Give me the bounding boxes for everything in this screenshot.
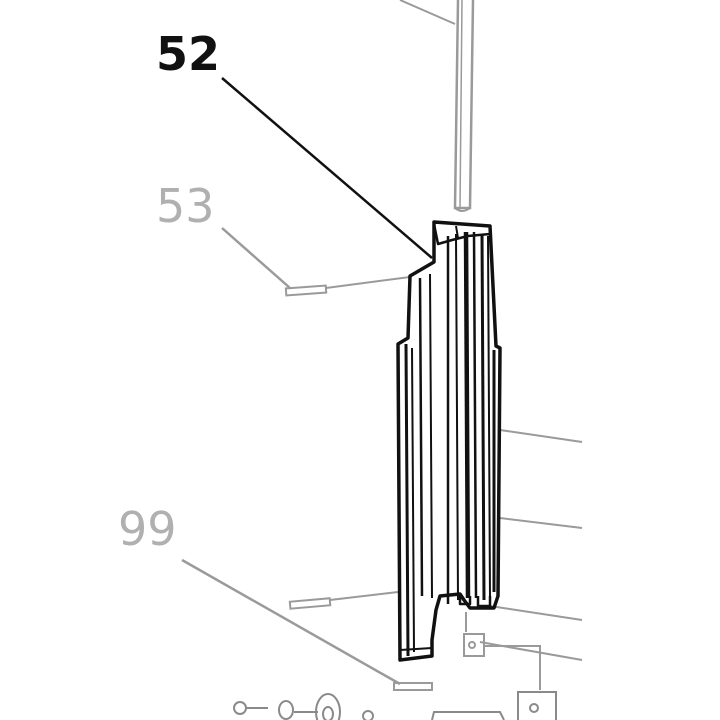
top-leader-line bbox=[399, 0, 456, 25]
pin-53 bbox=[284, 276, 411, 297]
small-bracket bbox=[463, 612, 541, 690]
callout-53: 53 bbox=[156, 179, 215, 233]
leader-line-52 bbox=[221, 77, 433, 259]
column-part-52 bbox=[396, 220, 502, 662]
leader-line-53 bbox=[221, 227, 291, 289]
right-leader-3 bbox=[489, 605, 583, 621]
right-leader-1 bbox=[499, 429, 583, 443]
right-leader-2 bbox=[499, 517, 583, 529]
bottom-hardware bbox=[233, 691, 557, 720]
pin-99 bbox=[288, 591, 433, 691]
right-leader-4 bbox=[479, 641, 583, 661]
column-outline bbox=[396, 220, 502, 662]
faded-background-parts bbox=[181, 0, 583, 720]
leader-line-99 bbox=[181, 558, 401, 686]
vertical-rod bbox=[453, 0, 475, 212]
callout-52: 52 bbox=[156, 27, 220, 81]
callout-99: 99 bbox=[118, 502, 177, 556]
